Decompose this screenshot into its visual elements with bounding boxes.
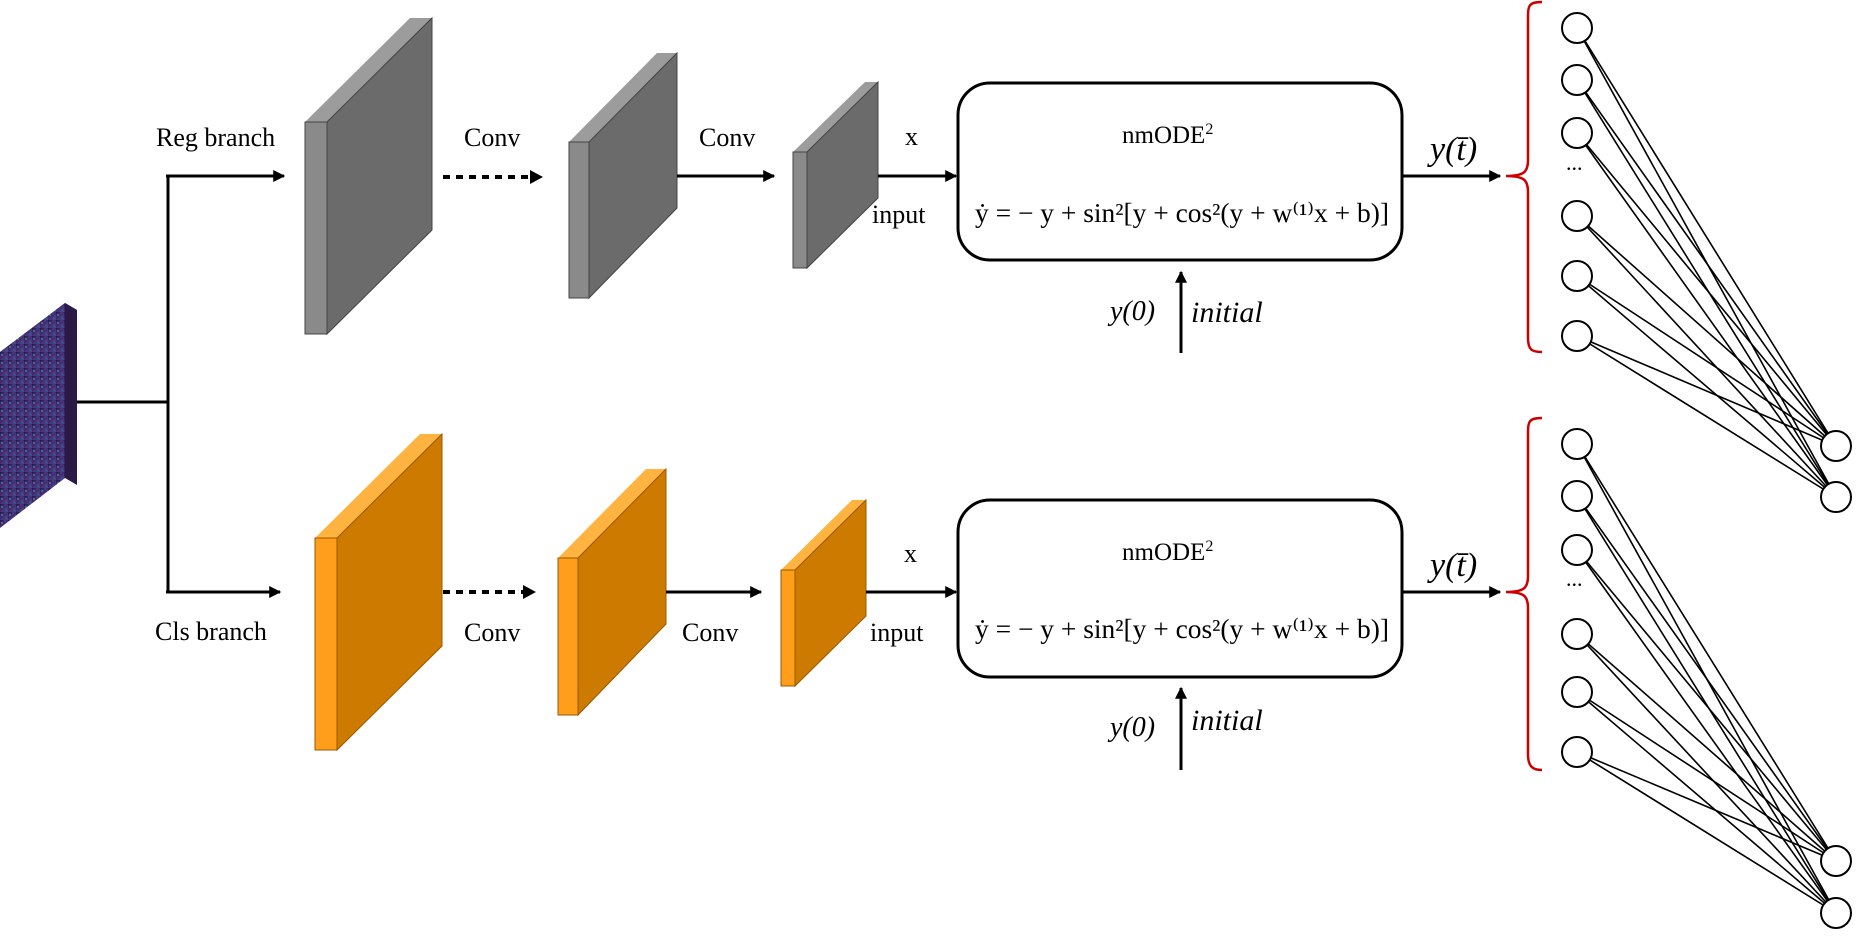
cls-block-2-top (558, 469, 666, 558)
reg-initial-label: initial (1191, 296, 1263, 329)
reg-nmode-title: nmODE2 (1122, 121, 1213, 149)
reg-nmode-equation: ẏ = − y + sin²[y + cos²(y + w⁽¹⁾x + b)] (975, 198, 1389, 228)
reg-connections (1576, 27, 1837, 498)
cls-conv-label-1: Conv (464, 618, 520, 647)
reg-link-4-1 (1576, 275, 1837, 498)
reg-input-node-3 (1561, 200, 1593, 232)
cls-nodes (1561, 428, 1852, 929)
reg-block-1-side (304, 121, 328, 335)
reg-branch-label: Reg branch (156, 123, 275, 152)
cls-input-label: input (870, 618, 924, 647)
cls-input-node-3 (1561, 618, 1593, 650)
cls-link-2-0 (1576, 549, 1837, 862)
cls-link-4-0 (1576, 691, 1837, 862)
reg-brace (1505, 0, 1543, 354)
cls-feature-block-3 (780, 498, 867, 688)
cls-block-3-top (781, 500, 866, 570)
reg-dotted-arrow-head (530, 170, 543, 184)
reg-link-0-0 (1576, 27, 1837, 447)
cls-link-3-0 (1576, 633, 1837, 862)
reg-output-node-1 (1820, 481, 1852, 513)
reg-feature-block-2 (568, 51, 678, 300)
cls-input-node-5 (1561, 736, 1593, 768)
cls-block-1-side (314, 537, 338, 751)
cls-input-node-2 (1561, 534, 1593, 566)
reg-input-label: input (872, 200, 926, 229)
reg-link-5-0 (1576, 335, 1837, 447)
reg-input-node-5 (1561, 320, 1593, 352)
cls-connections (1576, 443, 1837, 914)
reg-initial-value: y(0) (1107, 296, 1155, 327)
reg-x-label: x (905, 122, 918, 151)
reg-block-2-side (568, 141, 590, 299)
reg-block-1-top (305, 18, 432, 122)
cls-nmode-title: nmODE2 (1122, 538, 1213, 566)
input-image (0, 303, 77, 528)
cls-nmode-box (956, 498, 1404, 679)
cls-block-3-side (780, 569, 796, 687)
reg-block-3-top (793, 82, 878, 152)
reg-link-2-0 (1576, 132, 1837, 447)
reg-link-2-1 (1576, 132, 1837, 498)
cls-branch-label: Cls branch (155, 617, 267, 646)
cls-link-2-1 (1576, 549, 1837, 914)
reg-feature-block-3 (792, 80, 879, 270)
cls-link-3-1 (1576, 633, 1837, 914)
reg-nodes (1561, 12, 1852, 513)
reg-output-label: y(t̄) (1427, 131, 1477, 168)
input-image-side (65, 303, 77, 485)
reg-link-3-1 (1576, 215, 1837, 498)
cls-feature-block-1 (314, 432, 443, 752)
cls-initial-label: initial (1191, 704, 1263, 737)
cls-output-node-1 (1820, 897, 1852, 929)
reg-input-node-4 (1561, 260, 1593, 292)
cls-input-node-4 (1561, 676, 1593, 708)
reg-link-5-1 (1576, 335, 1837, 498)
cls-conv-label-2: Conv (682, 618, 738, 647)
reg-feature-block-1 (304, 16, 433, 336)
cls-x-label: x (904, 539, 917, 568)
cls-feature-block-2 (557, 467, 667, 717)
reg-conv-label-2: Conv (699, 123, 755, 152)
cls-ellipsis: ... (1566, 566, 1583, 591)
reg-branch: Reg branch Conv Conv x input nmODE2 (156, 0, 1852, 513)
cls-link-0-0 (1576, 443, 1837, 862)
reg-input-node-2 (1561, 117, 1593, 149)
reg-link-3-0 (1576, 215, 1837, 447)
cls-branch: Cls branch Conv Conv x input nmODE2 (155, 416, 1852, 929)
reg-nmode-box (956, 81, 1404, 262)
cls-initial-value: y(0) (1107, 712, 1155, 743)
reg-conv-label-1: Conv (464, 123, 520, 152)
cls-link-1-0 (1576, 495, 1837, 862)
cls-block-1-top (315, 434, 442, 538)
cls-brace (1505, 416, 1543, 772)
cls-nmode-equation: ẏ = − y + sin²[y + cos²(y + w⁽¹⁾x + b)] (975, 614, 1389, 644)
cls-output-label: y(t̄) (1427, 547, 1477, 584)
cls-block-2-side (557, 557, 579, 716)
cls-dotted-arrow-head (523, 585, 536, 599)
input-image-face (0, 303, 65, 528)
reg-input-node-1 (1561, 64, 1593, 96)
cls-output-node-0 (1820, 845, 1852, 877)
reg-block-2-top (569, 53, 677, 142)
reg-output-node-0 (1820, 430, 1852, 462)
reg-input-node-0 (1561, 12, 1593, 44)
cls-link-4-1 (1576, 691, 1837, 914)
reg-ellipsis: ... (1566, 150, 1583, 175)
reg-link-1-0 (1576, 79, 1837, 447)
split-connector (77, 170, 286, 598)
cls-link-5-1 (1576, 751, 1837, 914)
reg-link-4-0 (1576, 275, 1837, 447)
reg-block-3-side (792, 151, 808, 269)
cls-input-node-0 (1561, 428, 1593, 460)
cls-input-node-1 (1561, 480, 1593, 512)
cls-link-5-0 (1576, 751, 1837, 862)
